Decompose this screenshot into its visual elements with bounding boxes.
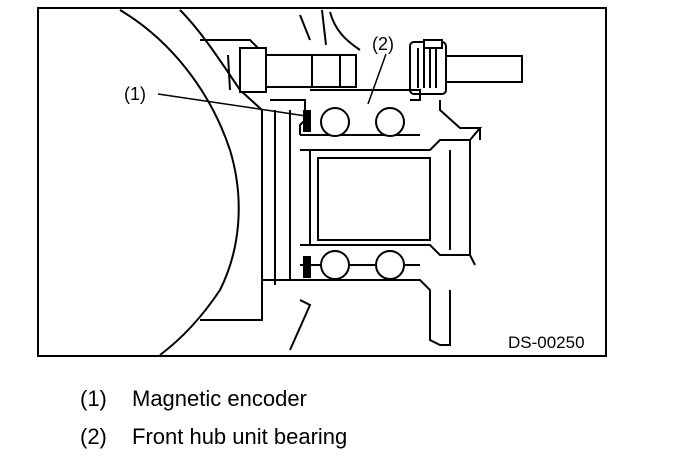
ball-bearings	[320, 107, 405, 280]
magnetic-encoder	[303, 110, 311, 278]
figure-frame	[37, 7, 607, 357]
legend-number: (1)	[80, 386, 107, 411]
figure-code: DS-00250	[508, 333, 585, 352]
legend-item-2: (2) Front hub unit bearing	[80, 424, 347, 450]
leader-lines	[157, 53, 387, 117]
legend-text: Magnetic encoder	[132, 386, 307, 411]
hub-bolt	[409, 39, 523, 95]
bearing-body	[270, 89, 483, 346]
legend-text: Front hub unit bearing	[132, 424, 348, 449]
callout-1: (1)	[124, 84, 146, 104]
legend-number: (2)	[80, 424, 107, 449]
bolt-left	[239, 47, 357, 93]
callout-2: (2)	[372, 34, 394, 54]
legend-item-1: (1) Magnetic encoder	[80, 386, 307, 412]
